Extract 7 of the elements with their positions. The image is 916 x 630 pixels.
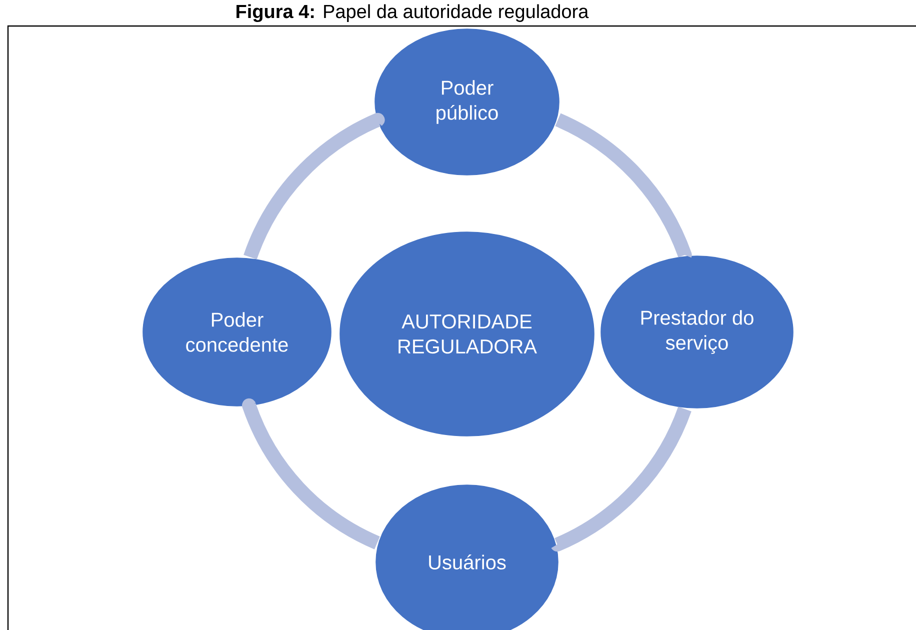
ellipse-node: Usuários — [374, 483, 560, 630]
ellipse-node: AUTORIDADE REGULADORA — [338, 230, 596, 438]
ellipse-node: Prestador do serviço — [599, 254, 795, 410]
ring-arc — [550, 406, 692, 552]
ellipse-node: Poder concedente — [141, 256, 333, 408]
figure-title: Figura 4: Papel da autoridade reguladora — [236, 4, 589, 22]
ellipse-node: Poder público — [373, 27, 561, 177]
